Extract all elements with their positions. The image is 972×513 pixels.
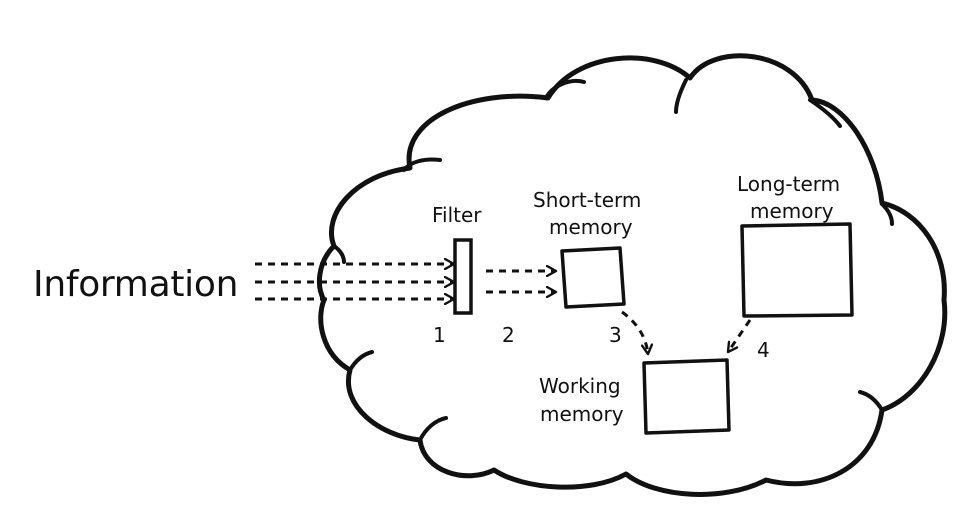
- working-memory-label-line2: memory: [540, 402, 624, 426]
- cloud-fold: [808, 98, 842, 128]
- short-term-memory-label-line1: Short-term: [533, 188, 642, 212]
- cloud-fold: [418, 416, 448, 442]
- cloud-fold: [348, 350, 374, 372]
- long-term-memory-box: [740, 222, 854, 318]
- cloud-fold: [544, 79, 586, 100]
- long-term-to-working-arrow: [726, 319, 752, 352]
- working-memory-label-line1: Working: [539, 374, 621, 398]
- working-memory-box: [642, 358, 731, 435]
- short-term-memory-label-line2: memory: [549, 215, 633, 239]
- step-number-1: 1: [433, 323, 446, 347]
- long-term-memory-label-line1: Long-term: [737, 172, 841, 196]
- step-number-2: 2: [502, 323, 515, 347]
- cloud-fold: [332, 244, 346, 264]
- cloud-fold: [674, 78, 688, 114]
- filter-label: Filter: [432, 203, 482, 227]
- cloud-fold: [402, 157, 442, 172]
- short-term-to-working-arrow: [621, 310, 648, 354]
- step-number-4: 4: [757, 338, 770, 362]
- information-label: Information: [33, 264, 239, 305]
- cloud-fold: [880, 202, 894, 226]
- cloud-fold: [858, 390, 884, 412]
- short-term-memory-box: [560, 246, 626, 309]
- long-term-memory-label-line2: memory: [750, 199, 834, 223]
- step-number-3: 3: [609, 323, 622, 347]
- filter-box: [453, 238, 473, 315]
